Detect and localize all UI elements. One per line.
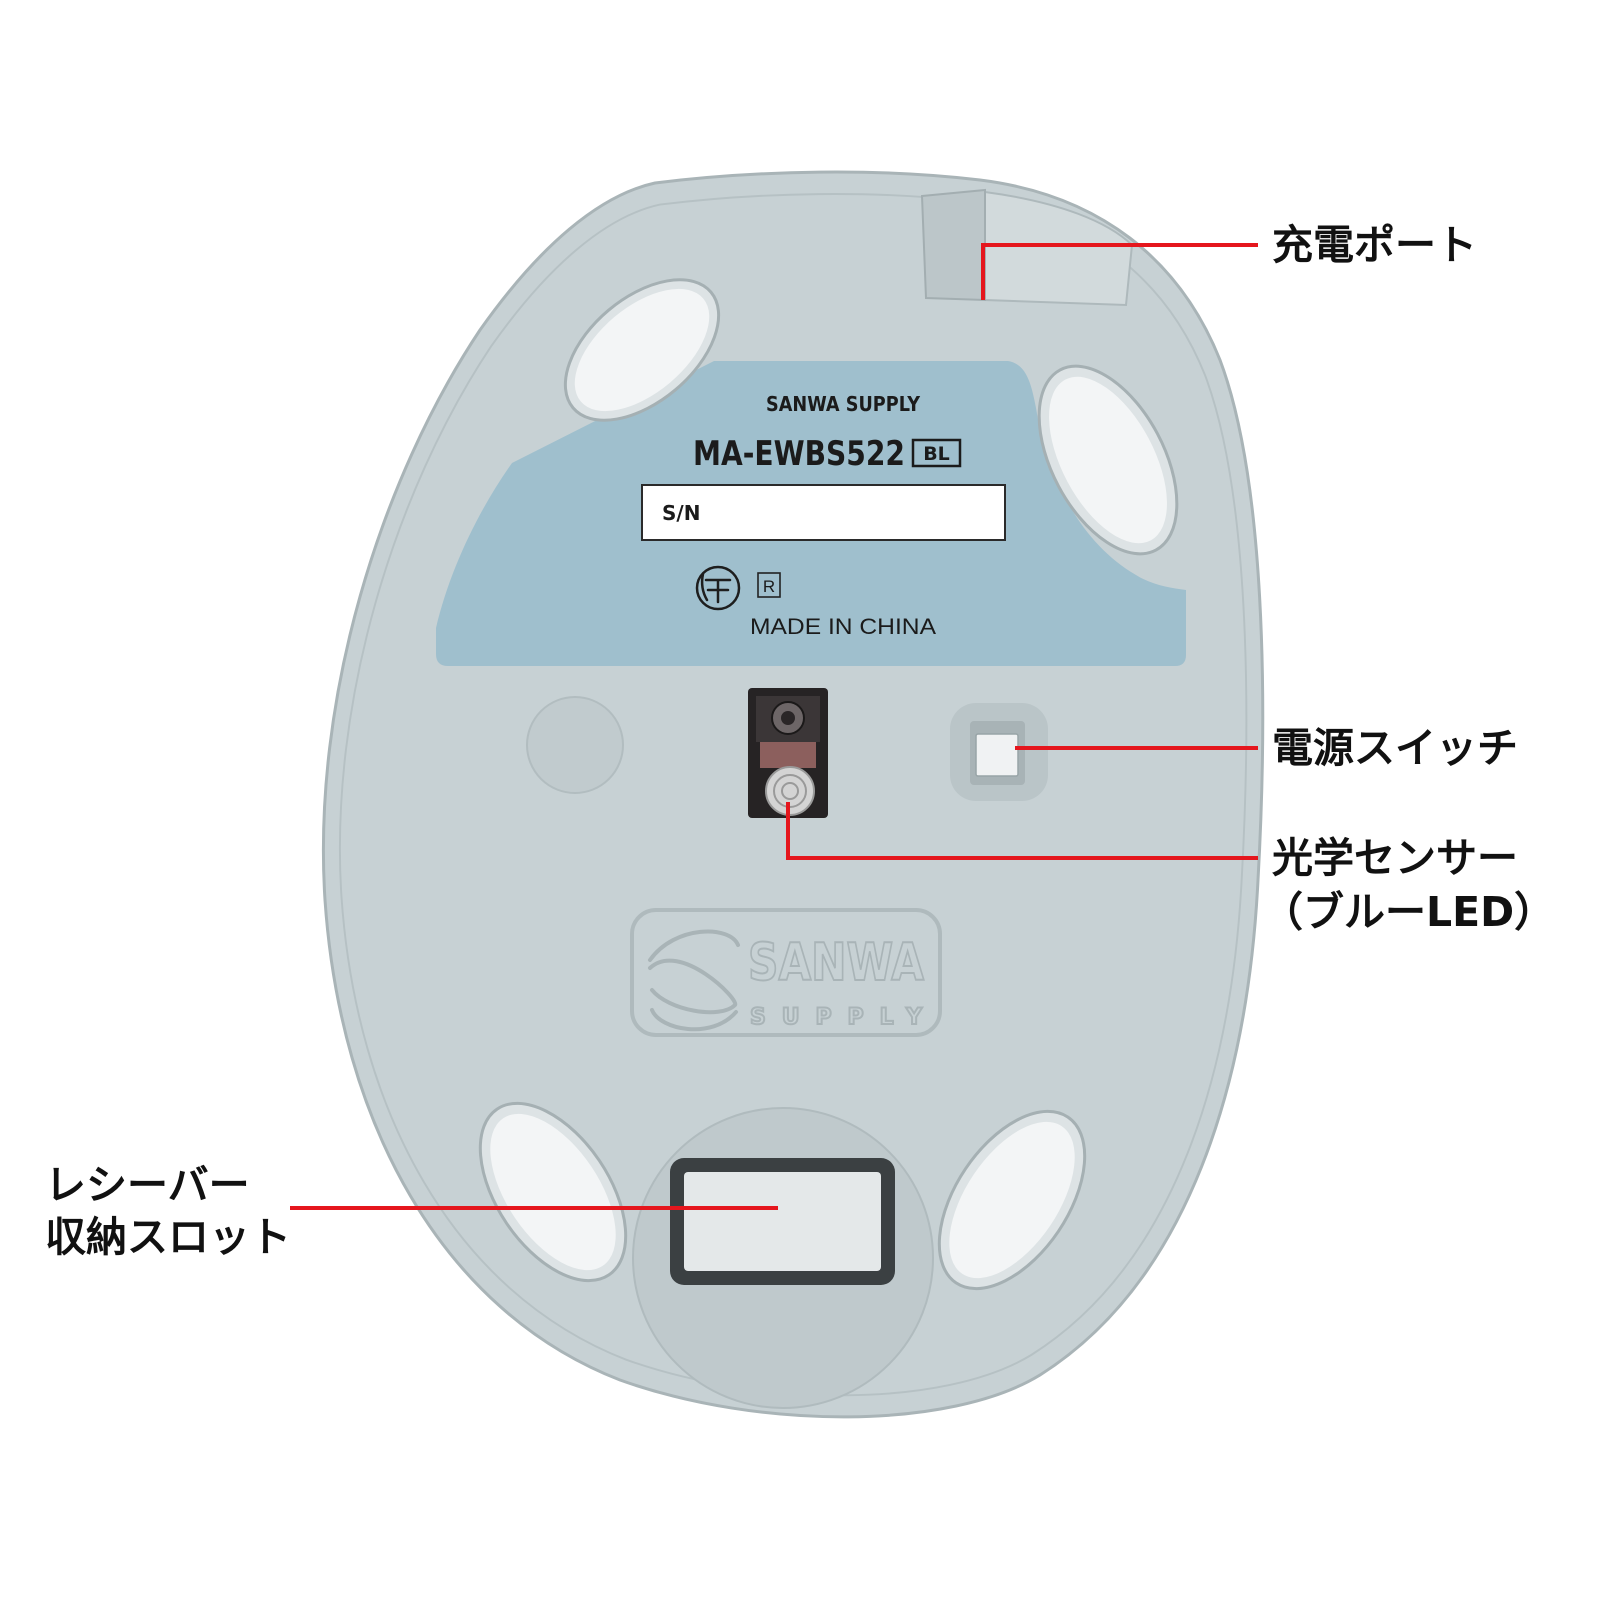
foot-top-left [563,278,721,422]
callout-receiver-slot: レシーバー [45,1161,250,1209]
power-switch [950,703,1048,801]
sensor-prism [760,742,816,768]
callout-line-charging-port [981,243,1258,300]
base-plate-edge [338,193,1248,1397]
foot-top-right [1037,364,1179,556]
receiver-slot [632,1107,934,1409]
callout-optical-sensor: 光学センサー [1272,834,1518,882]
switch-slider [975,733,1019,777]
serial-number-box [641,484,1006,541]
callout-labels: 充電ポート 電源スイッチ 光学センサー （ブルーLED） レシーバー 収納スロッ… [45,221,1555,1261]
callout-lines [290,243,1258,1210]
label-color-code: BL [923,443,950,465]
emboss-line1: SANWA [748,933,924,993]
port-chamfer [984,190,1134,307]
label-model: MA-EWBS522 [693,434,905,474]
charging-port [920,188,1134,307]
foot-bottom-right [937,1109,1087,1291]
callout-line-optical-sensor [786,802,1258,860]
emboss-frame [630,908,942,1037]
product-label: SANWA SUPPLY MA-EWBS522 BL S/N R MADE IN… [436,361,1186,666]
registered-mark-box [757,572,781,598]
giteki-mark-icon [695,565,741,611]
usb-port-housing [920,188,986,302]
callout-optical-sensor-sub: （ブルーLED） [1262,888,1555,936]
label-registered-mark: R [763,577,775,596]
foot-bottom-left [478,1101,628,1283]
label-serial: S/N [662,501,700,525]
color-code-box [911,438,962,468]
callout-power-switch: 電源スイッチ [1272,724,1518,772]
optical-sensor [748,688,828,818]
label-origin: MADE IN CHINA [750,614,936,639]
sensor-led-core [781,711,795,725]
label-brand: SANWA SUPPLY [766,392,920,416]
receiver-cover [684,1172,881,1271]
callout-receiver-slot-sub: 収納スロット [45,1213,291,1261]
sanwa-s-logo-icon [648,929,740,1032]
round-indentation [526,696,624,794]
callout-charging-port: 充電ポート [1272,221,1477,269]
